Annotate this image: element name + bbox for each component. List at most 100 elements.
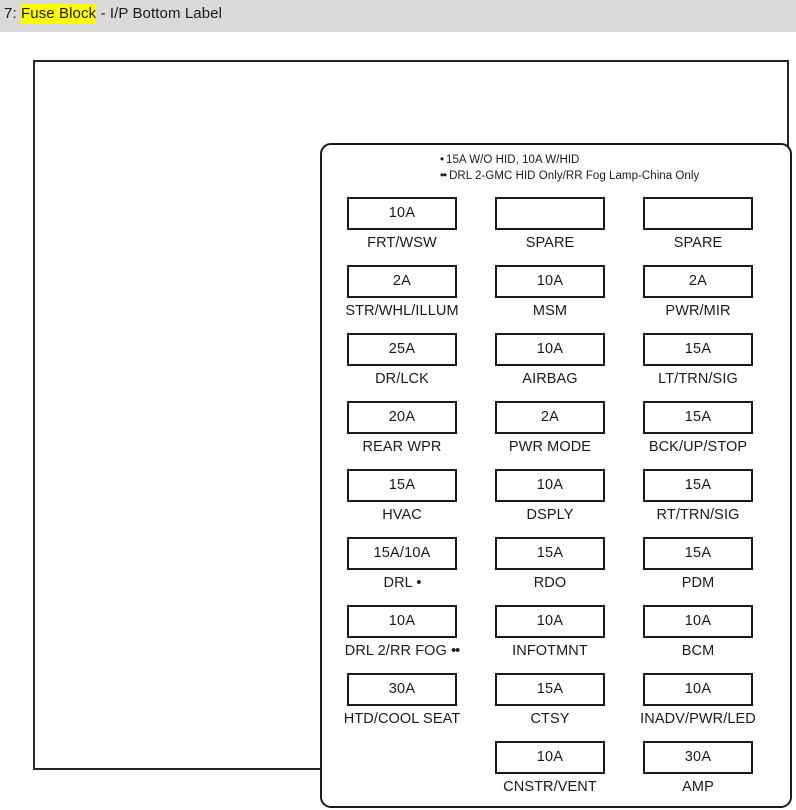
fuse-circuit-label: CNSTR/VENT — [467, 778, 633, 796]
fuse-footnote-marker-icon: •• — [451, 643, 460, 659]
fuse-box[interactable]: 10A — [643, 605, 753, 638]
fuse-box[interactable]: 15A — [495, 537, 605, 570]
fuse-amperage: 25A — [388, 341, 416, 358]
fuse-amperage: 10A — [388, 613, 416, 630]
fuse-circuit-label: AIRBAG — [467, 370, 633, 388]
fuse-amperage: 15A — [684, 409, 712, 426]
footnote-text: 15A W/O HID, 10A W/HID — [446, 154, 580, 166]
fuse-amperage: 10A — [536, 341, 564, 358]
fuse-circuit-label-text: MSM — [532, 303, 568, 319]
fuse-box[interactable]: 15A — [495, 673, 605, 706]
fuse-box[interactable]: 2A — [495, 401, 605, 434]
fuse-box[interactable]: 10A — [495, 469, 605, 502]
fuse-slot[interactable]: 15A BCK/UP/STOP — [623, 401, 773, 469]
fuse-circuit-label: FRT/WSW — [319, 234, 485, 252]
fuse-box[interactable]: 2A — [347, 265, 457, 298]
fuse-box[interactable]: 15A — [643, 333, 753, 366]
fuse-amperage: 10A — [536, 749, 564, 766]
fuse-circuit-label: STR/WHL/ILLUM — [319, 302, 485, 320]
fuse-box[interactable]: 10A — [495, 333, 605, 366]
fuse-circuit-label: MSM — [467, 302, 633, 320]
footnote-bullet-icon: •• — [440, 170, 447, 182]
fuse-box[interactable]: 20A — [347, 401, 457, 434]
fuse-box[interactable]: 15A — [643, 469, 753, 502]
fuse-circuit-label: SPARE — [467, 234, 633, 252]
fuse-amperage: 10A — [684, 613, 712, 630]
fuse-amperage: 2A — [540, 409, 560, 426]
fuse-slot[interactable]: 25A DR/LCK — [327, 333, 477, 401]
fuse-box[interactable]: 30A — [643, 741, 753, 774]
fuse-box[interactable]: 10A — [495, 605, 605, 638]
fuse-slot[interactable]: SPARE — [623, 197, 773, 265]
fuse-box[interactable]: 15A — [347, 469, 457, 502]
fuse-amperage: 10A — [536, 273, 564, 290]
fuse-box[interactable]: 25A — [347, 333, 457, 366]
fuse-box[interactable] — [643, 197, 753, 230]
fuse-box[interactable]: 15A — [643, 401, 753, 434]
fuse-amperage: 10A — [388, 205, 416, 222]
fuse-box[interactable]: 10A — [347, 605, 457, 638]
fuse-amperage: 15A — [536, 681, 564, 698]
fuse-circuit-label: REAR WPR — [319, 438, 485, 456]
fuse-box[interactable] — [495, 197, 605, 230]
page-title: 7: Fuse Block - I/P Bottom Label — [4, 4, 223, 24]
fuse-circuit-label-text: REAR WPR — [362, 439, 442, 455]
fuse-footnote-marker-icon: • — [416, 575, 421, 591]
footnote-bullet-icon: • — [440, 154, 444, 166]
fuse-circuit-label: HVAC — [319, 506, 485, 524]
footnote-legend: •15A W/O HID, 10A W/HID ••DRL 2-GMC HID O… — [440, 152, 785, 184]
page-title-suffix: - I/P Bottom Label — [96, 5, 223, 22]
fuse-amperage: 10A — [536, 477, 564, 494]
fuse-box[interactable]: 10A — [347, 197, 457, 230]
fuse-block-panel: •15A W/O HID, 10A W/HID••DRL 2-GMC HID O… — [320, 143, 792, 808]
fuse-circuit-label-text: HTD/COOL SEAT — [343, 711, 461, 727]
fuse-box[interactable]: 10A — [495, 265, 605, 298]
fuse-circuit-label-text: DR/LCK — [375, 371, 429, 387]
fuse-circuit-label: BCK/UP/STOP — [615, 438, 781, 456]
fuse-slot[interactable]: 10A MSM — [475, 265, 625, 333]
fuse-box[interactable]: 15A — [643, 537, 753, 570]
fuse-circuit-label-text: LT/TRN/SIG — [658, 371, 738, 387]
fuse-box[interactable]: 10A — [643, 673, 753, 706]
footnote-text: DRL 2-GMC HID Only/RR Fog Lamp-China Onl… — [449, 170, 700, 182]
fuse-circuit-label: CTSY — [467, 710, 633, 728]
fuse-amperage: 15A — [684, 545, 712, 562]
fuse-slot[interactable]: 15A RDO — [475, 537, 625, 605]
fuse-circuit-label-text: PWR/MIR — [665, 303, 731, 319]
fuse-circuit-label-text: RT/TRN/SIG — [656, 507, 740, 523]
fuse-circuit-label: INADV/PWR/LED — [615, 710, 781, 728]
fuse-circuit-label-text: RDO — [533, 575, 567, 591]
fuse-box[interactable]: 10A — [495, 741, 605, 774]
fuse-amperage: 15A — [536, 545, 564, 562]
fuse-box[interactable]: 2A — [643, 265, 753, 298]
fuse-slot[interactable]: 15A RT/TRN/SIG — [623, 469, 773, 537]
fuse-circuit-label: AMP — [615, 778, 781, 796]
fuse-slot[interactable]: 15A LT/TRN/SIG — [623, 333, 773, 401]
fuse-circuit-label: LT/TRN/SIG — [615, 370, 781, 388]
fuse-slot[interactable]: SPARE — [475, 197, 625, 265]
fuse-box[interactable]: 30A — [347, 673, 457, 706]
fuse-slot[interactable]: 30A HTD/COOL SEAT — [327, 673, 477, 741]
fuse-box[interactable]: 15A/10A — [347, 537, 457, 570]
fuse-circuit-label: DSPLY — [467, 506, 633, 524]
fuse-circuit-label-text: SPARE — [525, 235, 575, 251]
fuse-slot[interactable]: 20A REAR WPR — [327, 401, 477, 469]
fuse-circuit-label-text: BCK/UP/STOP — [648, 439, 748, 455]
fuse-amperage: 15A — [684, 341, 712, 358]
fuse-slot[interactable]: 2A PWR/MIR — [623, 265, 773, 333]
